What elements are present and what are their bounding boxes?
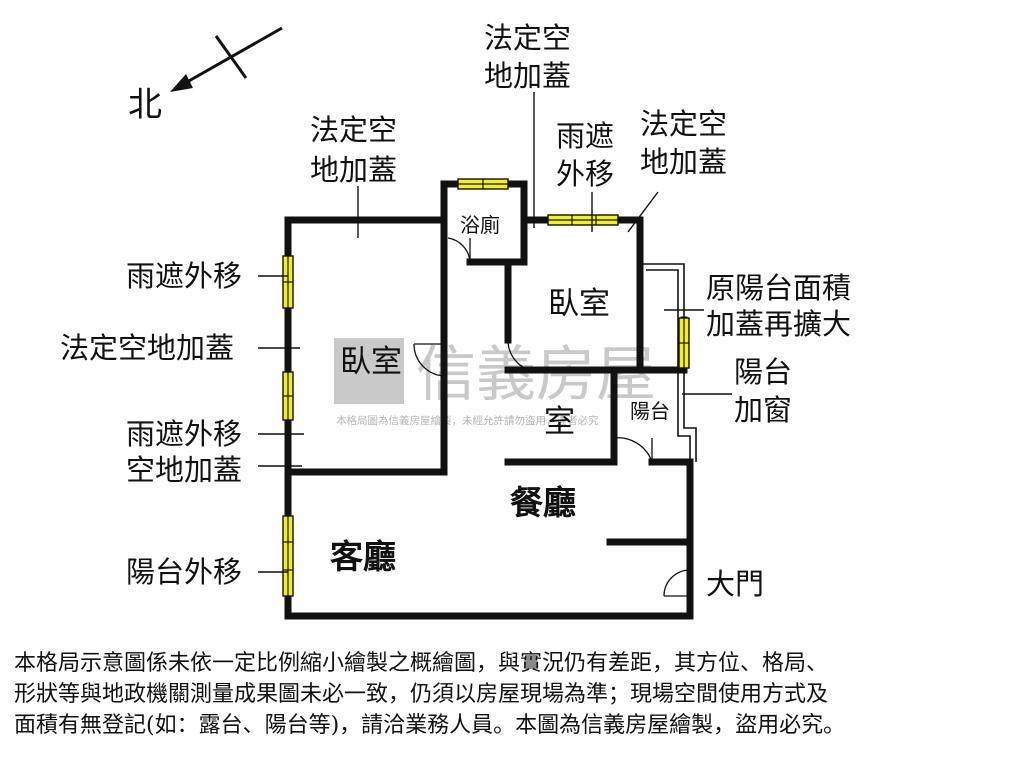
extension-outlines [640,263,697,462]
disclaimer: 本格局示意圖係未依一定比例縮小繪製之概繪圖，與實況仍有差距，其方位、格局、 形狀… [14,648,1014,741]
annotation-top-center-2: 地加蓋 [484,59,571,93]
annotation-left-canopy-2: 雨遮外移 [126,417,242,451]
room-bedroom-right: 臥室 [548,286,610,322]
disclaimer-line: 形狀等與地政機關測量成果圖未必一致，仍須以房屋現場為準；現場空間使用方式及 [14,682,829,707]
room-living: 客廳 [330,537,396,576]
window-right-balcony [678,317,690,369]
leader-lines [258,92,732,573]
annotation-left-legal: 法定空地加蓋 [60,331,234,365]
window-left-1 [282,255,294,309]
watermark-brand: 信義房屋 [416,340,656,410]
annotation-top-left-2: 地加蓋 [310,153,397,187]
window-left-3 [282,515,294,597]
door-bedroom-right [507,339,541,373]
room-bathroom: 浴廁 [460,213,500,237]
annotation-left-legal-2: 空地加蓋 [126,453,242,487]
disclaimer-line: 面積有無登記(如：露台、陽台等)，請洽業務人員。本圖為信義房屋繪製，盜用必究。 [14,713,846,738]
door-bathroom [447,237,471,263]
window-left-2 [282,371,294,421]
annotation-top-left-1: 法定空 [310,113,397,147]
annotation-top-right-2: 地加蓋 [640,145,727,179]
annotation-canopy-top-2: 外移 [556,157,614,191]
annotation-left-balcony: 陽台外移 [126,555,242,589]
north-arrow-icon [170,26,283,92]
annotation-right-balcony-area-2: 加蓋再擴大 [706,307,851,341]
annotation-right-balcony-window-2: 加窗 [734,393,792,427]
annotation-top-center-1: 法定空 [484,21,571,55]
window-top-bedroom [547,214,619,226]
watermark-logo [334,338,404,404]
door-balcony [613,437,653,463]
walls [284,180,694,620]
room-balcony-small: 陽台 [630,399,670,423]
disclaimer-line: 本格局示意圖係未依一定比例縮小繪製之概繪圖，與實況仍有差距，其方位、格局、 [14,651,829,676]
annotation-right-balcony-window-1: 陽台 [734,355,792,389]
annotation-left-canopy-1: 雨遮外移 [126,259,242,293]
watermark-notice: 本格局圖為信義房屋繪製，未經允許請勿盜用，違者必究 [336,414,599,427]
annotation-top-right-1: 法定空 [640,107,727,141]
annotation-canopy-top-1: 雨遮 [556,119,614,153]
annotation-right-balcony-area-1: 原陽台面積 [706,271,851,305]
window-top-bath [457,178,509,190]
room-center: 室 [544,404,575,440]
north-label: 北 [128,85,162,125]
door-front [663,569,691,597]
room-dining: 餐廳 [510,483,576,522]
room-bedroom-large: 臥室 [340,344,402,380]
annotation-front-door: 大門 [706,567,764,601]
door-bedroom-large [413,343,445,377]
